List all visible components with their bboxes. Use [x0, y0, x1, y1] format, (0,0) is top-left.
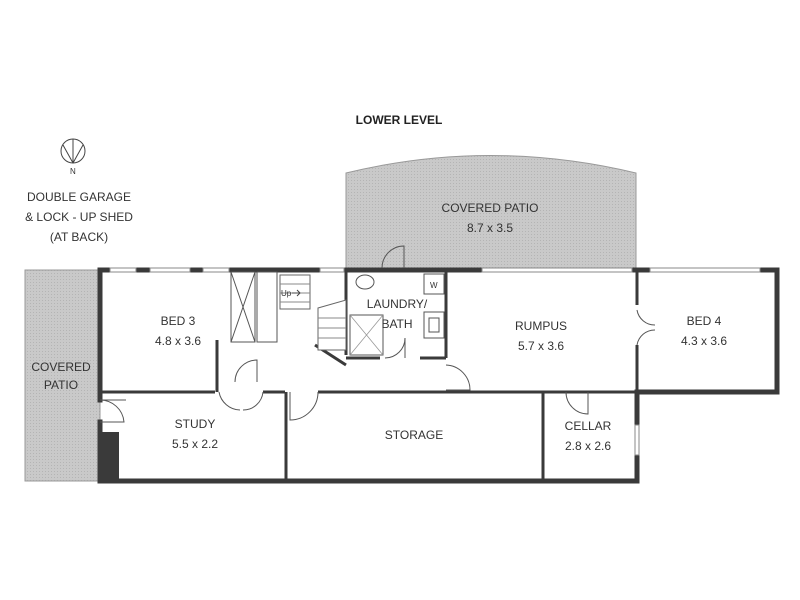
doors [99, 245, 656, 423]
rumpus-size: 5.7 x 3.6 [518, 339, 564, 353]
stair-up-label: Up [281, 289, 292, 298]
interior-walls [100, 270, 639, 481]
stairs: Up [279, 274, 347, 351]
garage-note-line-1: DOUBLE GARAGE [27, 190, 131, 204]
bed4-name: BED 4 [687, 314, 722, 328]
bed3-name: BED 3 [161, 314, 196, 328]
bed3-size: 4.8 x 3.6 [155, 334, 201, 348]
cellar-name: CELLAR [565, 419, 612, 433]
study-name: STUDY [175, 417, 216, 431]
covered-patio-left-name2: PATIO [44, 378, 78, 392]
covered-patio-top-name: COVERED PATIO [442, 201, 539, 215]
washer-label: W [430, 281, 438, 290]
study-size: 5.5 x 2.2 [172, 437, 218, 451]
garage-note-line-2: & LOCK - UP SHED [25, 210, 133, 224]
bed4-size: 4.3 x 3.6 [681, 334, 727, 348]
plan-title: LOWER LEVEL [356, 113, 443, 127]
cellar-size: 2.8 x 2.6 [565, 439, 611, 453]
rumpus-name: RUMPUS [515, 319, 567, 333]
windows [109, 267, 761, 456]
covered-patio-left [24, 269, 101, 482]
north-label: N [70, 167, 76, 176]
storage-name: STORAGE [385, 428, 443, 442]
garage-note-line-3: (AT BACK) [50, 230, 108, 244]
covered-patio-top-size: 8.7 x 3.5 [467, 221, 513, 235]
north-arrow-icon: N [60, 138, 86, 176]
covered-patio-top [345, 155, 637, 271]
laundry-fixtures: W [349, 273, 445, 356]
covered-patio-left-name: COVERED [31, 360, 91, 374]
laundry-name2: BATH [381, 317, 412, 331]
laundry-name: LAUNDRY/ [367, 297, 428, 311]
